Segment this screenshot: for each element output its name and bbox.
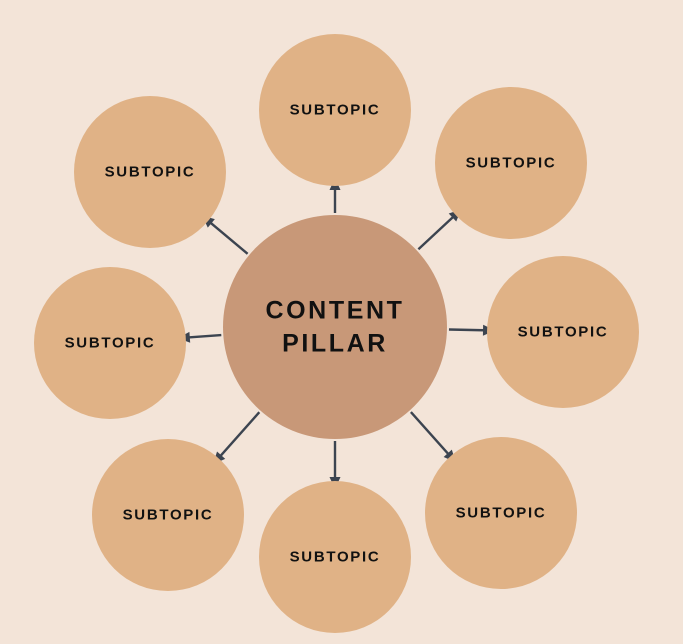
- subtopic-left-circle: [34, 267, 186, 419]
- subtopic-top-right-circle: [435, 87, 587, 239]
- subtopic-bottom-circle: [259, 481, 411, 633]
- subtopic-top-circle: [259, 34, 411, 186]
- subtopic-top-left-circle: [74, 96, 226, 248]
- subtopic-bottom-right-circle: [425, 437, 577, 589]
- subtopic-right-circle: [487, 256, 639, 408]
- circles-layer: [34, 34, 639, 633]
- subtopic-bottom-left-circle: [92, 439, 244, 591]
- hub-circle: [223, 215, 447, 439]
